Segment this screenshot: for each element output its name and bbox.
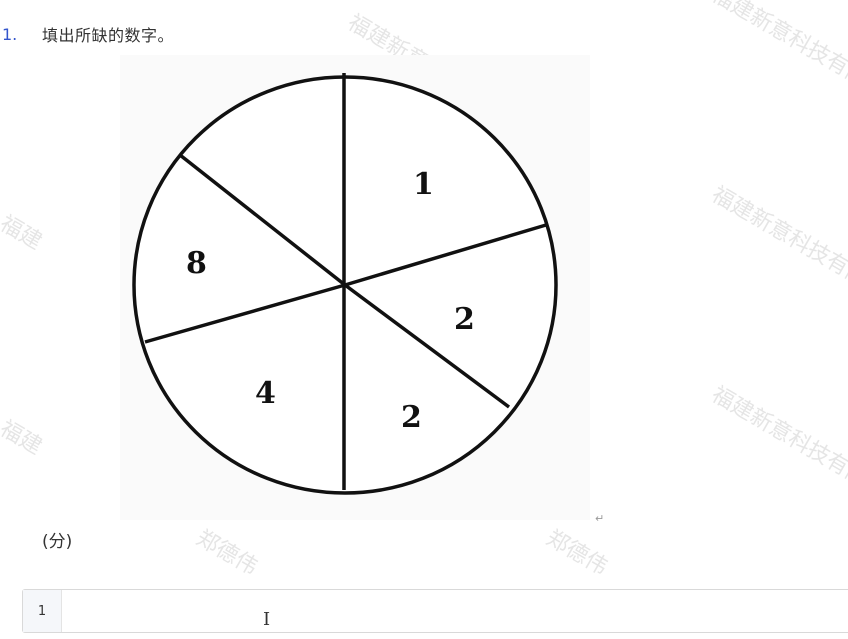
watermark: 福建 [0,416,47,460]
watermark: 郑德伟 [191,525,262,581]
paragraph-return-icon: ↵ [595,512,605,525]
segment-value-left: 8 [186,246,207,281]
segment-value-upper-right: 1 [413,167,434,202]
watermark: 福建新意科技有限公司 [707,0,848,114]
divider-lower-right [343,283,511,409]
score-label: (分) [42,532,73,552]
text-cursor-icon: I [263,609,271,630]
divided-circle-figure: 1 2 2 4 8 [132,73,558,495]
question-figure: 1 2 2 4 8 [120,55,590,520]
watermark: 福建 [0,211,47,255]
watermark: 福建新意科技有限公司 [707,182,848,314]
answer-row: 1 [22,589,848,633]
divider-upper-left [178,153,347,287]
divider-upper-right [344,223,547,287]
answer-index: 1 [23,590,62,632]
question-number: 1. [2,24,18,44]
segment-value-right: 2 [454,302,475,337]
question-stem: 1. 填出所缺的数字。 [2,22,174,46]
segment-value-lower-left: 4 [255,376,276,411]
watermark: 福建新意科技有限公司 [707,382,848,514]
watermark: 郑德伟 [541,525,612,581]
divider-left [144,283,346,344]
answer-input[interactable] [63,592,847,632]
question-text: 填出所缺的数字。 [42,26,175,45]
segment-value-lower-right: 2 [401,400,422,435]
